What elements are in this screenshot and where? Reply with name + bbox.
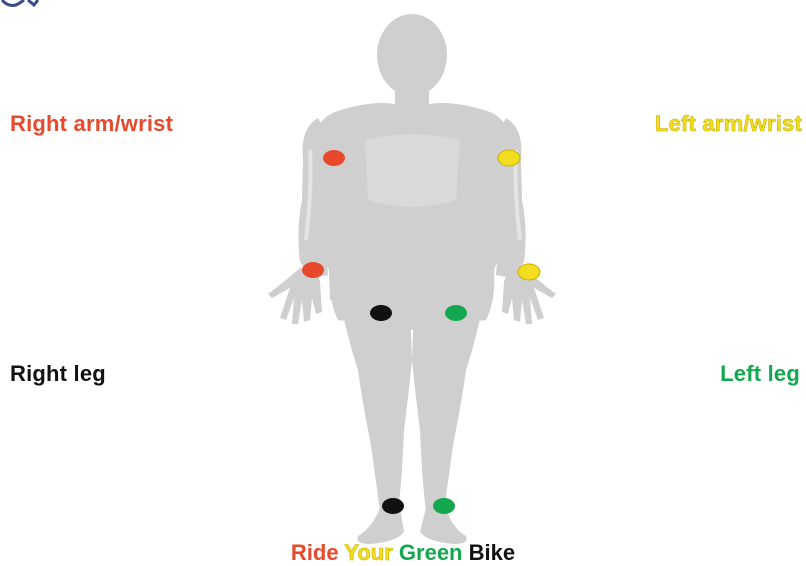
electrode-right-leg-upper — [370, 305, 392, 321]
electrode-left-leg-upper — [445, 305, 467, 321]
right-arm-label: Right arm/wrist — [10, 111, 173, 137]
mnemonic-word-ride: Ride — [291, 540, 339, 565]
electrode-right-ankle — [382, 498, 404, 514]
electrode-left-wrist — [518, 264, 540, 280]
left-arm-label: Left arm/wrist — [655, 111, 802, 137]
electrode-left-ankle — [433, 498, 455, 514]
electrode-left-arm-upper — [498, 150, 520, 166]
mnemonic-word-your: Your — [344, 540, 392, 565]
mnemonic-word-bike: Bike — [469, 540, 515, 565]
mnemonic-caption: Ride Your Green Bike — [0, 540, 806, 566]
left-leg-label: Left leg — [720, 361, 800, 387]
mnemonic-word-green: Green — [399, 540, 463, 565]
right-leg-label: Right leg — [10, 361, 106, 387]
human-body-silhouette — [268, 14, 556, 544]
electrode-right-wrist — [302, 262, 324, 278]
electrode-right-arm-upper — [323, 150, 345, 166]
